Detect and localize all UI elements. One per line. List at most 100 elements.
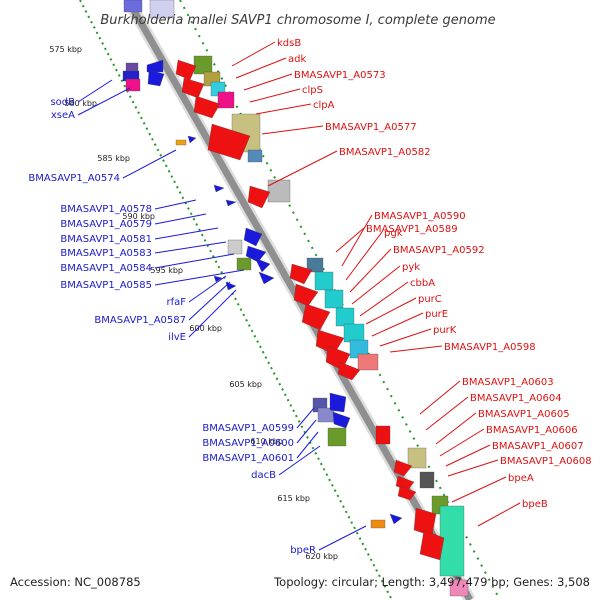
gene-label-bmasavp1-a0607[interactable]: BMASAVP1_A0607 <box>492 441 584 452</box>
gene-feature-31[interactable] <box>217 91 235 109</box>
gene-label-bmasavp1-a0599[interactable]: BMASAVP1_A0599 <box>202 423 294 434</box>
gene-feature-1[interactable] <box>149 0 175 19</box>
gene-label-clpa[interactable]: clpA <box>313 100 335 111</box>
gene-label-purc[interactable]: purC <box>418 294 442 305</box>
gene-label-bper[interactable]: bpeR <box>290 545 316 556</box>
gene-feature-40[interactable] <box>324 289 344 309</box>
gene-label-sodb[interactable]: sodB <box>50 97 75 108</box>
gene-label-bmasavp1-a0573[interactable]: BMASAVP1_A0573 <box>294 70 386 81</box>
left-leader-line <box>154 199 197 210</box>
gene-label-bmasavp1-a0579[interactable]: BMASAVP1_A0579 <box>60 219 152 230</box>
gene-feature-21[interactable] <box>329 392 347 413</box>
gene-feature-51[interactable] <box>375 425 391 445</box>
gene-label-adk[interactable]: adk <box>288 54 306 65</box>
gene-feature-10[interactable] <box>225 199 237 207</box>
gene-label-pgk[interactable]: pgk <box>384 228 403 239</box>
gene-feature-14[interactable] <box>236 257 252 271</box>
gene-feature-24[interactable] <box>370 519 386 529</box>
gene-feature-34[interactable] <box>247 149 263 163</box>
gene-feature-45[interactable] <box>289 263 313 285</box>
gene-feature-37[interactable] <box>247 185 271 209</box>
gene-label-bmasavp1-a0606[interactable]: BMASAVP1_A0606 <box>486 425 578 436</box>
gene-feature-15[interactable] <box>254 257 271 273</box>
gene-feature-6[interactable] <box>147 69 165 87</box>
left-leader-line <box>188 289 237 338</box>
gene-feature-27[interactable] <box>175 59 197 81</box>
gene-label-bmasavp1-a0605[interactable]: BMASAVP1_A0605 <box>478 409 570 420</box>
gene-feature-23[interactable] <box>327 427 347 447</box>
gene-feature-16[interactable] <box>258 271 275 285</box>
left-leader-line <box>188 275 227 303</box>
right-leader-line <box>359 281 409 317</box>
left-leader-line <box>154 269 245 286</box>
gene-label-bmasavp1-a0600[interactable]: BMASAVP1_A0600 <box>202 438 294 449</box>
gene-label-bmasavp1-a0583[interactable]: BMASAVP1_A0583 <box>60 248 152 259</box>
gene-label-cbba[interactable]: cbbA <box>410 278 435 289</box>
right-leader-line <box>255 103 312 115</box>
gene-label-bmasavp1-a0608[interactable]: BMASAVP1_A0608 <box>500 456 592 467</box>
gene-label-pure[interactable]: purE <box>425 309 448 320</box>
gene-feature-42[interactable] <box>343 323 365 343</box>
gene-label-bmasavp1-a0587[interactable]: BMASAVP1_A0587 <box>94 315 186 326</box>
gene-feature-12[interactable] <box>243 227 263 247</box>
gene-label-kdsb[interactable]: kdsB <box>277 38 301 49</box>
gene-label-bmasavp1-a0590[interactable]: BMASAVP1_A0590 <box>374 211 466 222</box>
gene-label-bmasavp1-a0585[interactable]: BMASAVP1_A0585 <box>60 280 152 291</box>
gene-label-bmasavp1-a0604[interactable]: BMASAVP1_A0604 <box>470 393 562 404</box>
gene-feature-56[interactable] <box>397 485 417 501</box>
right-leader-line <box>249 88 301 103</box>
gene-label-bpea[interactable]: bpeA <box>508 473 534 484</box>
gene-label-pyk[interactable]: pyk <box>402 262 420 273</box>
gene-label-bmasavp1-a0574[interactable]: BMASAVP1_A0574 <box>28 173 120 184</box>
gene-label-bmasavp1-a0584[interactable]: BMASAVP1_A0584 <box>60 263 152 274</box>
gene-label-bmasavp1-a0603[interactable]: BMASAVP1_A0603 <box>462 377 554 388</box>
gene-label-bmasavp1-a0582[interactable]: BMASAVP1_A0582 <box>339 147 431 158</box>
gene-feature-50[interactable] <box>337 361 361 381</box>
right-leader-line <box>267 150 338 187</box>
gene-label-clps[interactable]: clpS <box>302 85 323 96</box>
gene-label-bmasavp1-a0598[interactable]: BMASAVP1_A0598 <box>444 342 536 353</box>
gene-feature-11[interactable] <box>227 239 243 255</box>
gene-label-bpeb[interactable]: bpeB <box>522 499 548 510</box>
gene-label-xsea[interactable]: xseA <box>51 110 75 121</box>
gene-label-ilve[interactable]: ilvE <box>168 332 186 343</box>
gene-label-bmasavp1-a0577[interactable]: BMASAVP1_A0577 <box>325 122 417 133</box>
gene-feature-25[interactable] <box>389 513 403 525</box>
gene-feature-61[interactable] <box>449 579 469 597</box>
gene-feature-0[interactable] <box>123 0 143 13</box>
gene-label-bmasavp1-a0592[interactable]: BMASAVP1_A0592 <box>393 245 485 256</box>
gene-feature-7[interactable] <box>175 139 187 146</box>
right-leader-line <box>341 214 373 267</box>
gene-feature-54[interactable] <box>393 459 413 477</box>
right-leader-line <box>261 125 324 135</box>
gene-feature-17[interactable] <box>213 275 223 283</box>
tick-label: 615 kbp <box>277 494 310 503</box>
tick-label: 595 kbp <box>150 266 183 275</box>
gene-feature-53[interactable] <box>419 471 435 489</box>
gene-feature-41[interactable] <box>335 307 355 327</box>
gene-feature-60[interactable] <box>419 529 445 561</box>
gene-feature-58[interactable] <box>439 505 465 577</box>
gene-feature-44[interactable] <box>357 353 379 371</box>
gene-label-bmasavp1-a0589[interactable]: BMASAVP1_A0589 <box>366 224 458 235</box>
tick-label: 575 kbp <box>49 45 82 54</box>
gene-feature-8[interactable] <box>187 135 197 144</box>
tick-label: 605 kbp <box>229 380 262 389</box>
gene-feature-35[interactable] <box>207 123 251 161</box>
tick-label: 620 kbp <box>305 552 338 561</box>
gene-feature-39[interactable] <box>314 271 334 291</box>
gene-label-bmasavp1-a0581[interactable]: BMASAVP1_A0581 <box>60 234 152 245</box>
gene-label-rfaf[interactable]: rfaF <box>166 297 186 308</box>
gene-feature-5[interactable] <box>146 59 164 73</box>
gene-feature-47[interactable] <box>301 303 331 331</box>
gene-feature-22[interactable] <box>332 411 351 429</box>
gene-label-dacb[interactable]: dacB <box>251 470 276 481</box>
gene-feature-36[interactable] <box>267 179 291 203</box>
gene-label-bmasavp1-a0578[interactable]: BMASAVP1_A0578 <box>60 204 152 215</box>
gene-label-purk[interactable]: purK <box>433 325 457 336</box>
gene-feature-52[interactable] <box>407 447 427 469</box>
gene-feature-26[interactable] <box>193 55 213 75</box>
gene-feature-32[interactable] <box>193 95 221 119</box>
gene-feature-9[interactable] <box>213 184 225 193</box>
gene-label-bmasavp1-a0601[interactable]: BMASAVP1_A0601 <box>202 453 294 464</box>
